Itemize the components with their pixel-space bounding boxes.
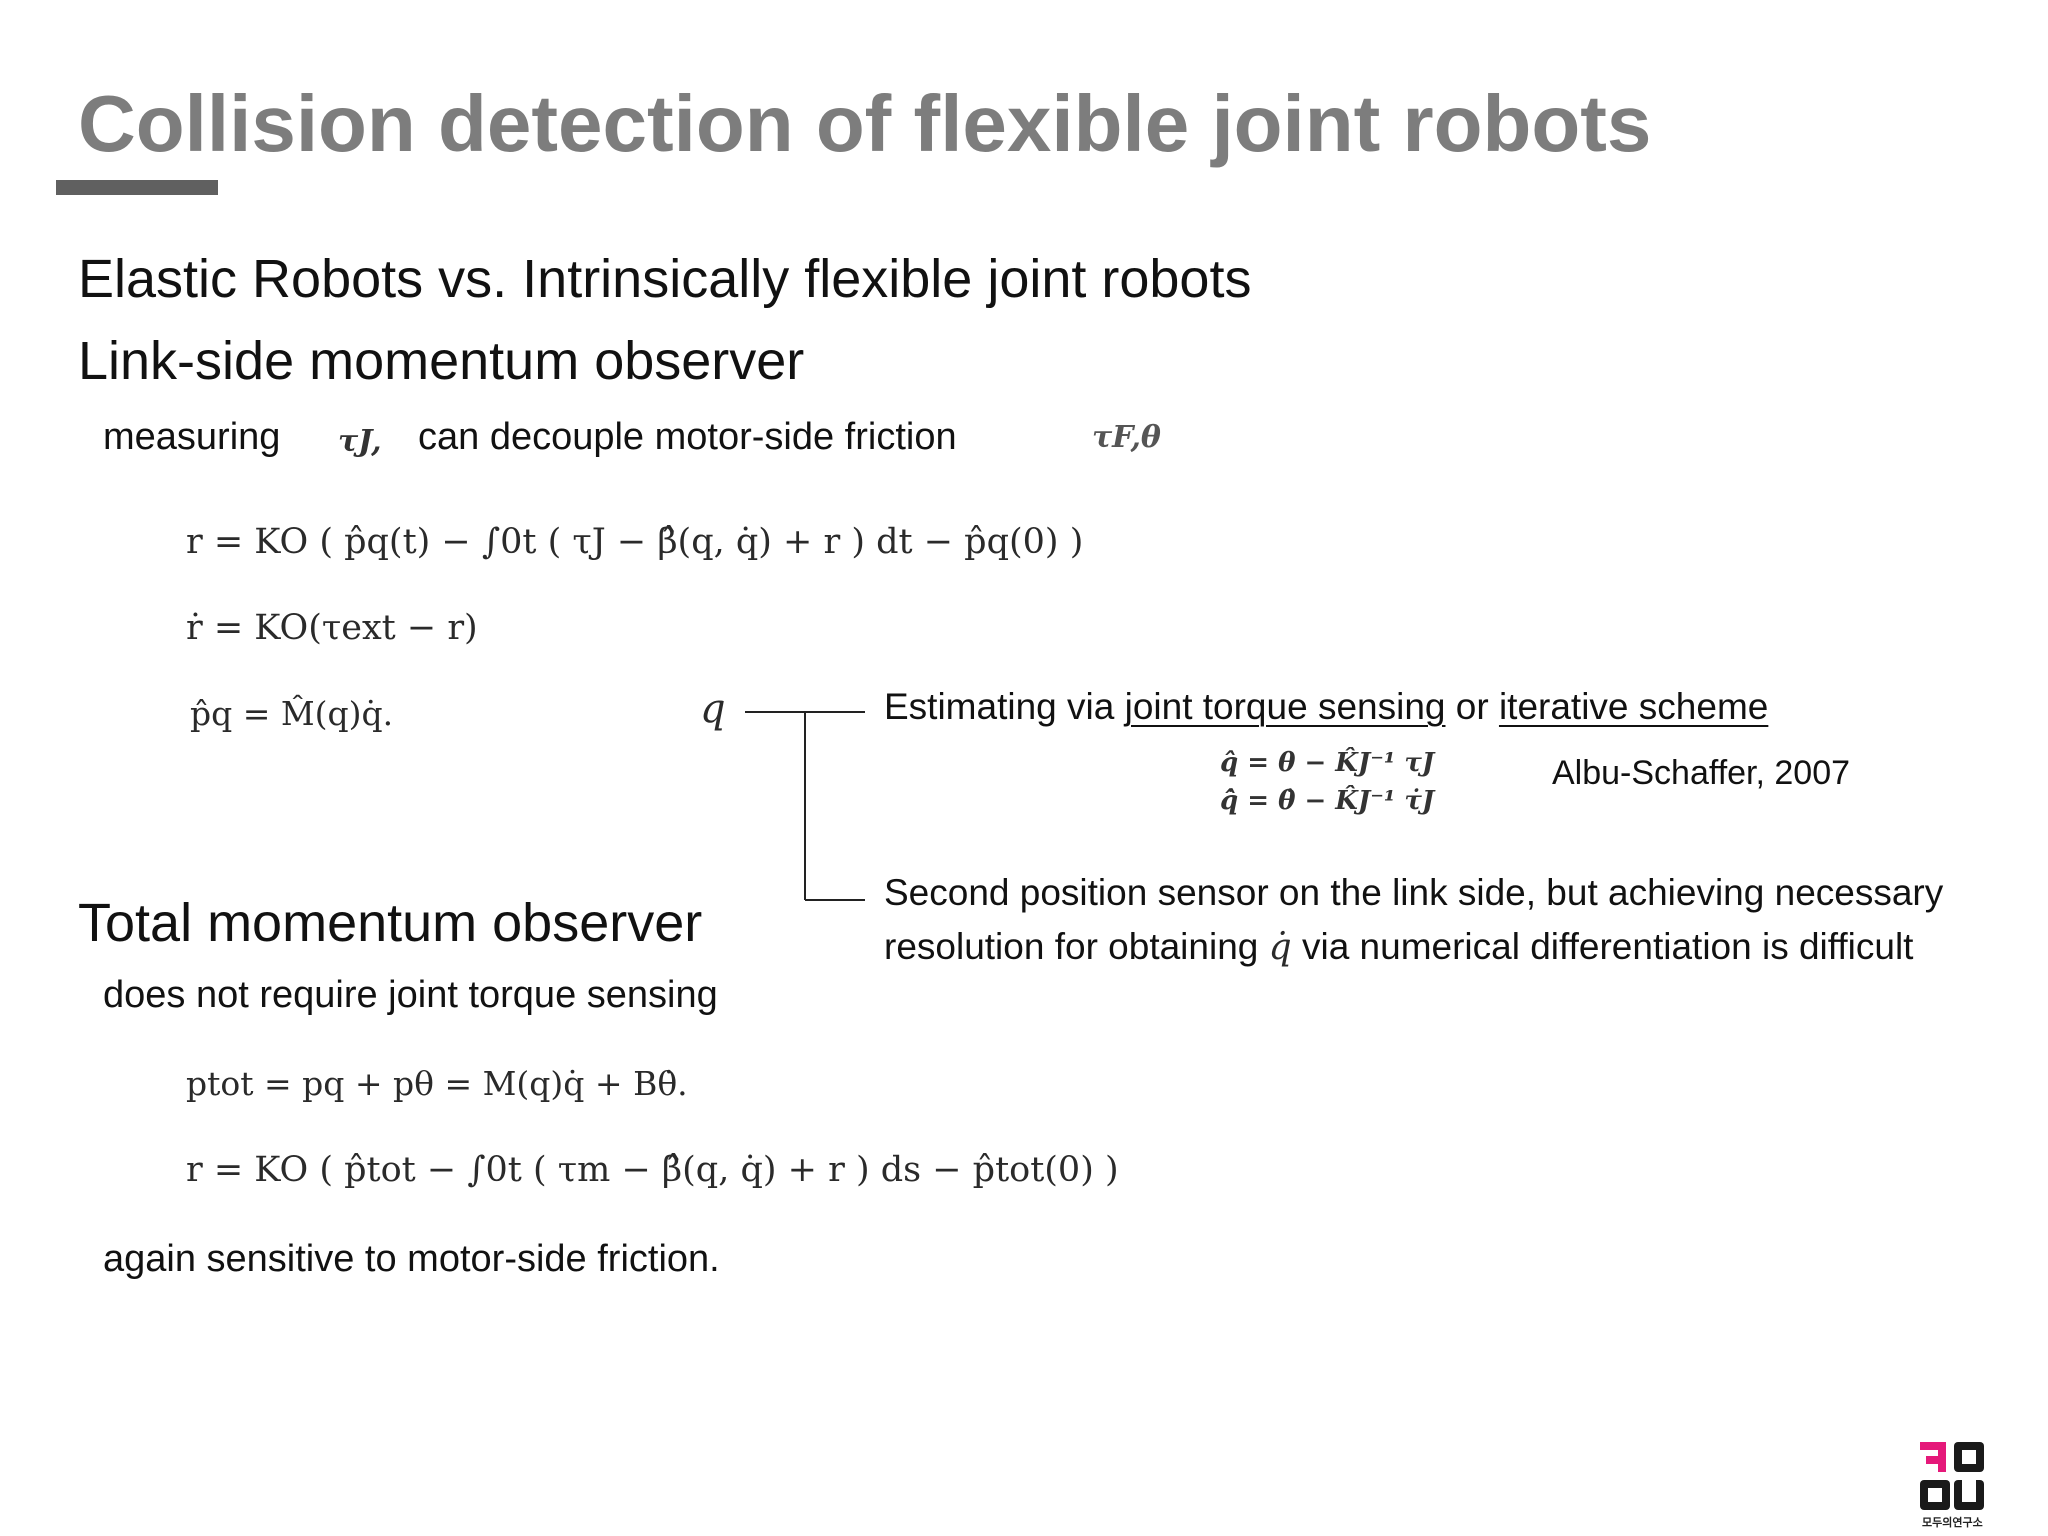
bullet-elastic-vs-flexible: Elastic Robots vs. Intrinsically flexibl… [78,249,1252,309]
bracket-connector [745,711,865,901]
second-sensor-line1: Second position sensor on the link side,… [884,872,1944,913]
logo-icon [1920,1442,1984,1510]
second-sensor-line2-a: resolution for obtaining [884,926,1259,967]
tau-j-symbol: τJ, [338,424,382,459]
estimating-line: Estimating via joint torque sensing or i… [884,686,1768,728]
logo-text: 모두의연구소 [1922,1517,1983,1529]
q-symbol: q [700,686,726,732]
second-sensor-line2: resolution for obtaining q̇ via numerica… [884,926,1913,968]
equation-residual-dot: ṙ = KO(τext − r) [186,608,478,648]
equation-q-estimate: q̂ = θ − K̂J⁻¹ τJ [1220,748,1435,778]
estimating-prefix: Estimating via [884,686,1115,727]
motor-friction-sensitivity-note: again sensitive to motor-side friction. [103,1238,720,1280]
tau-friction-symbol: τF,θ [1092,420,1161,455]
joint-torque-sensing-link: joint torque sensing [1124,686,1446,727]
measuring-label: measuring [103,416,281,458]
or-text: or [1455,686,1489,727]
equation-total-momentum: ptot = pq + pθ = M(q)q̇ + Bθ̇. [186,1064,688,1103]
slide-title: Collision detection of flexible joint ro… [78,79,1652,168]
no-torque-sensing-note: does not require joint torque sensing [103,974,718,1016]
equation-link-momentum: p̂q = M̂(q)q̇. [190,694,394,733]
bullet-link-side-observer: Link-side momentum observer [78,331,805,391]
decouple-text: can decouple motor-side friction [418,416,957,458]
equation-qdot-estimate: q̂̇ = θ̇ − K̂J⁻¹ τ̇J [1220,786,1435,816]
iterative-scheme-link: iterative scheme [1498,686,1769,727]
qdot-symbol: q̇ [1268,927,1292,968]
citation-albu-schaffer: Albu-Schaffer, 2007 [1552,754,1851,792]
equation-residual-total: r = KO ( p̂tot − ∫0t ( τm − β̂(q, q̇) + … [186,1150,1119,1190]
title-underline-bar [56,180,218,195]
second-sensor-line2-b: via numerical differentiation is difficu… [1301,926,1914,967]
equation-residual-link: r = KO ( p̂q(t) − ∫0t ( τJ − β̂(q, q̇) +… [186,522,1084,562]
bullet-total-momentum-observer: Total momentum observer [78,893,703,953]
